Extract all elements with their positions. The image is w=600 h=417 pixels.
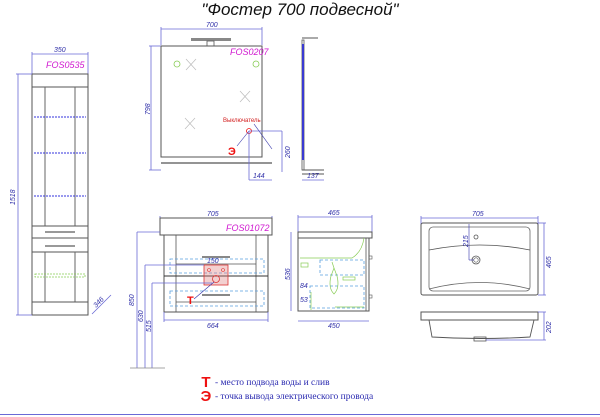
mirror-front: 700 FOS0207 Выключатель Э 798 260 144 <box>145 22 292 181</box>
pencil-case-depth: 346 <box>92 296 105 309</box>
legend-text-electric: - точка вывода электрического провода <box>215 392 374 402</box>
water-symbol: Т <box>201 374 211 391</box>
height-630: 630 <box>138 310 145 322</box>
plate-width: 150 <box>207 258 219 265</box>
mirror-width: 700 <box>206 22 218 29</box>
switch-height: 260 <box>285 146 292 159</box>
pencil-case-width: 350 <box>54 47 66 54</box>
electric-marker: Э <box>228 146 236 158</box>
pencil-case-height: 1518 <box>10 189 17 205</box>
page-title: "Фостер 700 подвесной" <box>201 0 399 19</box>
legend-item-water: Т - место подвода воды и слив <box>200 374 373 391</box>
legend: Т - место подвода воды и слив Э - точка … <box>200 374 374 405</box>
electric-symbol: Э <box>200 388 212 405</box>
water-marker: Т <box>187 295 194 307</box>
vanity-side-top-depth: 465 <box>328 210 340 217</box>
mirror-code: FOS0207 <box>230 47 270 57</box>
legend-item-electric: Э - точка вывода электрического провода <box>200 388 374 405</box>
basin: 705 215 465 202 <box>420 211 553 342</box>
switch-offset: 144 <box>253 173 265 180</box>
bottom-divider <box>0 414 600 415</box>
tap-offset: 215 <box>463 235 470 248</box>
install-height: 850 <box>129 294 136 306</box>
dim-84: 84 <box>300 283 308 290</box>
basin-depth: 465 <box>546 256 553 268</box>
vanity-top-width: 705 <box>207 211 219 218</box>
height-515: 515 <box>146 320 153 332</box>
mirror-side: 137 <box>301 37 324 181</box>
mirror-height: 798 <box>145 103 152 115</box>
vanity-side-height: 536 <box>285 268 292 280</box>
pencil-case-code: FOS0535 <box>46 60 86 70</box>
vanity-side-body-depth: 450 <box>328 323 340 330</box>
switch-label: Выключатель <box>223 118 261 124</box>
dim-53: 53 <box>300 297 308 304</box>
basin-height: 202 <box>546 321 553 334</box>
vanity-code: FOS01072 <box>226 223 270 233</box>
legend-text-water: - место подвода воды и слив <box>215 378 330 388</box>
basin-width: 705 <box>472 211 484 218</box>
mirror-depth: 137 <box>307 173 320 180</box>
vanity-body-width: 664 <box>207 323 219 330</box>
vanity-side: 465 84 53 536 450 <box>285 210 373 330</box>
pencil-case-front: 350 FOS0535 1518 346 <box>10 47 112 316</box>
vanity-front: 705 FOS01072 150 Т 664 850 630 515 <box>129 211 273 369</box>
